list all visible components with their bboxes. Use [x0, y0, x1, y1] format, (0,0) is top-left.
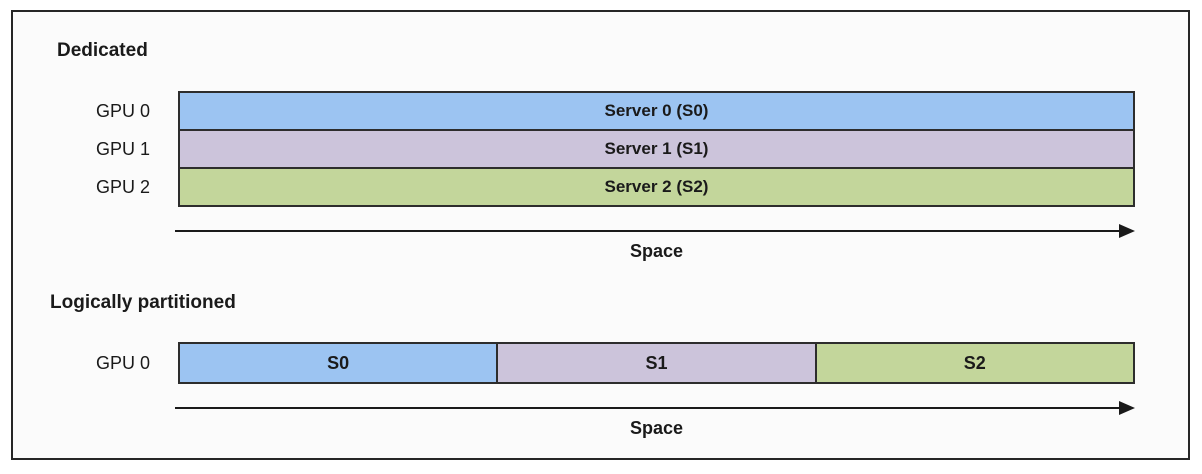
segment-s0: S0: [178, 342, 499, 384]
dedicated-gpu1-label: GPU 1: [95, 139, 150, 159]
partitioned-space-axis-label: Space: [629, 418, 684, 438]
partitioned-gpu0-label: GPU 0: [95, 353, 150, 373]
server0-bar-label: Server 0 (S0): [604, 101, 709, 120]
server1-bar: Server 1 (S1): [178, 129, 1135, 169]
partitioned-space-axis-arrowhead-icon: [1119, 401, 1135, 415]
segment-s0-label: S0: [327, 352, 350, 373]
dedicated-space-axis-line: [175, 230, 1120, 232]
segment-s1-label: S1: [645, 352, 668, 373]
dedicated-space-axis-label: Space: [629, 241, 684, 261]
segment-s2-label: S2: [963, 352, 986, 373]
partitioned-section-title: Logically partitioned: [50, 292, 236, 313]
server2-bar: Server 2 (S2): [178, 167, 1135, 207]
dedicated-gpu0-label: GPU 0: [95, 101, 150, 121]
server1-bar-label: Server 1 (S1): [604, 139, 709, 158]
dedicated-space-axis-arrowhead-icon: [1119, 224, 1135, 238]
diagram-frame: [11, 10, 1190, 460]
server2-bar-label: Server 2 (S2): [604, 177, 709, 196]
partitioned-space-axis-line: [175, 407, 1120, 409]
partitioned-gpu-bar: S0 S1 S2: [178, 342, 1135, 384]
segment-s1: S1: [496, 342, 817, 384]
segment-s2: S2: [814, 342, 1135, 384]
server0-bar: Server 0 (S0): [178, 91, 1135, 131]
dedicated-gpu2-label: GPU 2: [95, 177, 150, 197]
dedicated-section-title: Dedicated: [57, 40, 148, 61]
